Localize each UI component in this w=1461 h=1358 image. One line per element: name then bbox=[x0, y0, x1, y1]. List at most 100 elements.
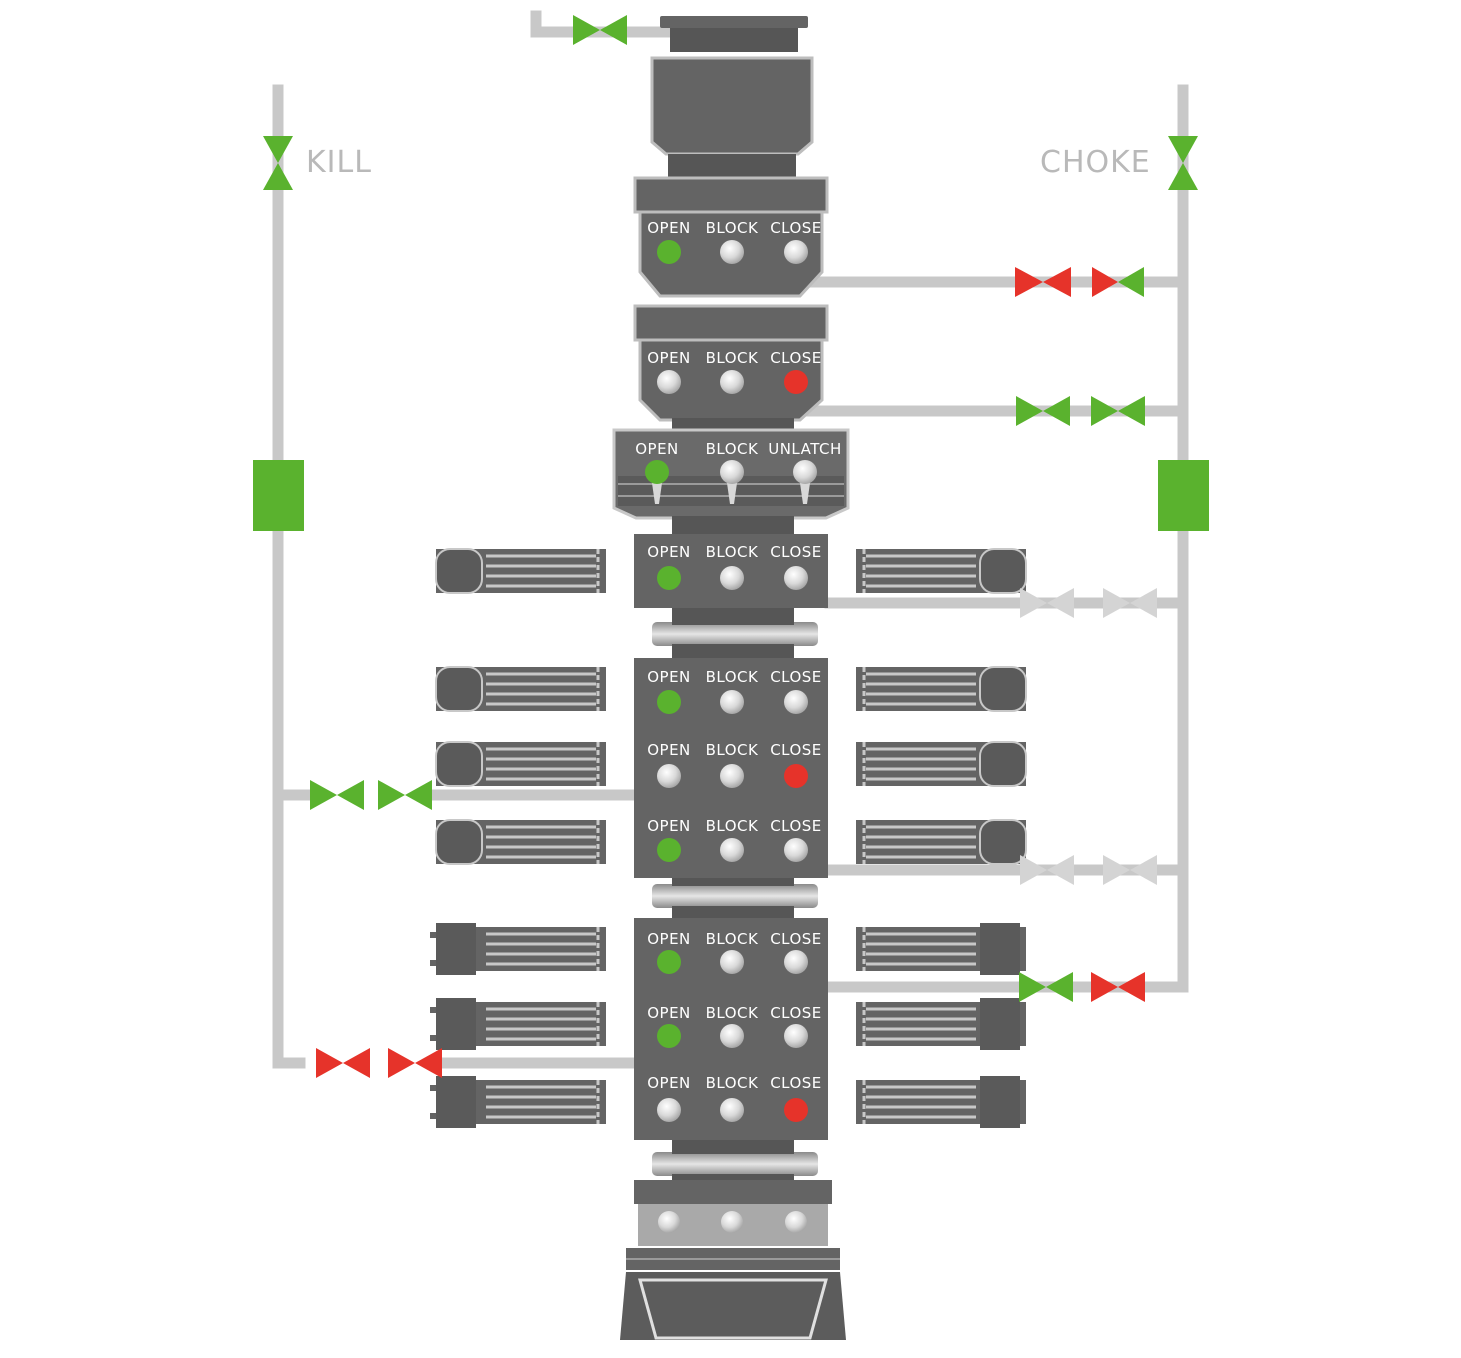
annular-1-head bbox=[633, 176, 829, 214]
left-ram-operator bbox=[435, 666, 606, 712]
ram-4-close-indicator[interactable] bbox=[784, 838, 808, 862]
ram-6-close-indicator[interactable] bbox=[784, 1024, 808, 1048]
annular-upper-block-indicator[interactable] bbox=[720, 240, 744, 264]
connector-label-open: OPEN bbox=[635, 440, 679, 458]
top-valve[interactable] bbox=[573, 15, 627, 45]
right-ram-operator bbox=[856, 923, 1026, 975]
right-ram-operator bbox=[856, 998, 1026, 1050]
ram-1-open-indicator[interactable] bbox=[657, 566, 681, 590]
ram-2-open-indicator[interactable] bbox=[657, 690, 681, 714]
ram-7-open-indicator[interactable] bbox=[657, 1098, 681, 1122]
kill-line-pipe bbox=[272, 84, 306, 1069]
annular-lower-open-indicator[interactable] bbox=[657, 370, 681, 394]
ram-3-block-indicator[interactable] bbox=[720, 764, 744, 788]
ram-4-label-close: CLOSE bbox=[770, 817, 822, 835]
ram-2-block-indicator[interactable] bbox=[720, 690, 744, 714]
wellhead-indicator-3 bbox=[785, 1211, 807, 1233]
annular-upper-label-block: BLOCK bbox=[706, 219, 759, 237]
ram-3-label-close: CLOSE bbox=[770, 741, 822, 759]
ram-3-label-open: OPEN bbox=[647, 741, 691, 759]
ram-7-label-close: CLOSE bbox=[770, 1074, 822, 1092]
ram-5-block-indicator[interactable] bbox=[720, 950, 744, 974]
wellhead-base bbox=[620, 1272, 846, 1340]
choke-1-valves[interactable] bbox=[1015, 267, 1144, 297]
wellhead-indicator-2 bbox=[721, 1211, 743, 1233]
ram-7-label-open: OPEN bbox=[647, 1074, 691, 1092]
ram-5-label-close: CLOSE bbox=[770, 930, 822, 948]
ram-7-close-indicator[interactable] bbox=[784, 1098, 808, 1122]
left-ram-operator bbox=[430, 998, 606, 1050]
ram-5-open-indicator[interactable] bbox=[657, 950, 681, 974]
wellhead-indicator-1 bbox=[658, 1211, 680, 1233]
ram-1-close-indicator[interactable] bbox=[784, 566, 808, 590]
ram-3-close-indicator[interactable] bbox=[784, 764, 808, 788]
kill-main-valve[interactable] bbox=[263, 136, 293, 190]
choke-2-valve-2[interactable] bbox=[1091, 396, 1145, 426]
right-ram-operator bbox=[856, 819, 1027, 865]
connector-block-indicator[interactable] bbox=[720, 460, 744, 484]
right-ram-operator bbox=[856, 741, 1027, 787]
flange-1 bbox=[652, 622, 818, 646]
right-ram-operator bbox=[856, 1076, 1026, 1128]
choke-accumulator bbox=[1158, 460, 1209, 531]
annular-upper-label-close: CLOSE bbox=[770, 219, 822, 237]
ram-4-label-block: BLOCK bbox=[706, 817, 759, 835]
annular-upper-label-open: OPEN bbox=[647, 219, 691, 237]
ram-1-block-indicator[interactable] bbox=[720, 566, 744, 590]
choke-4-valve-2[interactable] bbox=[1103, 855, 1157, 885]
ram-7-label-block: BLOCK bbox=[706, 1074, 759, 1092]
annular-upper-open-indicator[interactable] bbox=[657, 240, 681, 264]
ram-5-label-block: BLOCK bbox=[706, 930, 759, 948]
top-cap bbox=[660, 16, 808, 28]
connector-unlatch-indicator[interactable] bbox=[793, 460, 817, 484]
right-ram-operator bbox=[856, 666, 1027, 712]
kill-label: KILL bbox=[306, 145, 372, 180]
choke-5-valves[interactable] bbox=[1019, 972, 1145, 1002]
ram-4-open-indicator[interactable] bbox=[657, 838, 681, 862]
annular-lower-close-indicator[interactable] bbox=[784, 370, 808, 394]
annular-2-head bbox=[633, 304, 829, 342]
annular-upper-close-indicator[interactable] bbox=[784, 240, 808, 264]
ram-1-label-close: CLOSE bbox=[770, 543, 822, 561]
kill-2-valve-1[interactable] bbox=[316, 1048, 370, 1078]
kill-1-valve-2[interactable] bbox=[378, 780, 432, 810]
choke-3-valve-2[interactable] bbox=[1103, 588, 1157, 618]
flange-3 bbox=[652, 1152, 818, 1176]
ram-2-label-open: OPEN bbox=[647, 668, 691, 686]
ram-5-label-open: OPEN bbox=[647, 930, 691, 948]
left-ram-operator bbox=[435, 741, 606, 787]
spool-1 bbox=[672, 516, 794, 538]
ram-1-label-block: BLOCK bbox=[706, 543, 759, 561]
left-ram-operator bbox=[430, 1076, 606, 1128]
ram-3-open-indicator[interactable] bbox=[657, 764, 681, 788]
connector-open-indicator[interactable] bbox=[645, 460, 669, 484]
connector-label-block: BLOCK bbox=[706, 440, 759, 458]
ram-2-close-indicator[interactable] bbox=[784, 690, 808, 714]
ram-2-label-close: CLOSE bbox=[770, 668, 822, 686]
kill-2-valve-2[interactable] bbox=[388, 1048, 442, 1078]
ram-4-block-indicator[interactable] bbox=[720, 838, 744, 862]
choke-2-valve-1[interactable] bbox=[1016, 396, 1070, 426]
ram-2-label-block: BLOCK bbox=[706, 668, 759, 686]
choke-label: CHOKE bbox=[1040, 145, 1151, 180]
ram-6-open-indicator[interactable] bbox=[657, 1024, 681, 1048]
ram-5-close-indicator[interactable] bbox=[784, 950, 808, 974]
connector-label-unlatch: UNLATCH bbox=[768, 440, 842, 458]
left-ram-operator bbox=[430, 923, 606, 975]
flange-2 bbox=[652, 884, 818, 908]
ram-6-label-open: OPEN bbox=[647, 1004, 691, 1022]
ram-7-block-indicator[interactable] bbox=[720, 1098, 744, 1122]
kill-1-valve-1[interactable] bbox=[310, 780, 364, 810]
annular-lower-block-indicator[interactable] bbox=[720, 370, 744, 394]
choke-4-valve-1[interactable] bbox=[1020, 855, 1074, 885]
left-ram-operator bbox=[435, 548, 606, 594]
choke-3-valve-1[interactable] bbox=[1020, 588, 1074, 618]
choke-line-pipe bbox=[1139, 84, 1189, 993]
choke-main-valve[interactable] bbox=[1168, 136, 1198, 190]
kill-accumulator bbox=[253, 460, 304, 531]
ram-6-block-indicator[interactable] bbox=[720, 1024, 744, 1048]
ram-3-label-block: BLOCK bbox=[706, 741, 759, 759]
ram-6-label-block: BLOCK bbox=[706, 1004, 759, 1022]
diverter-neck bbox=[668, 154, 796, 180]
